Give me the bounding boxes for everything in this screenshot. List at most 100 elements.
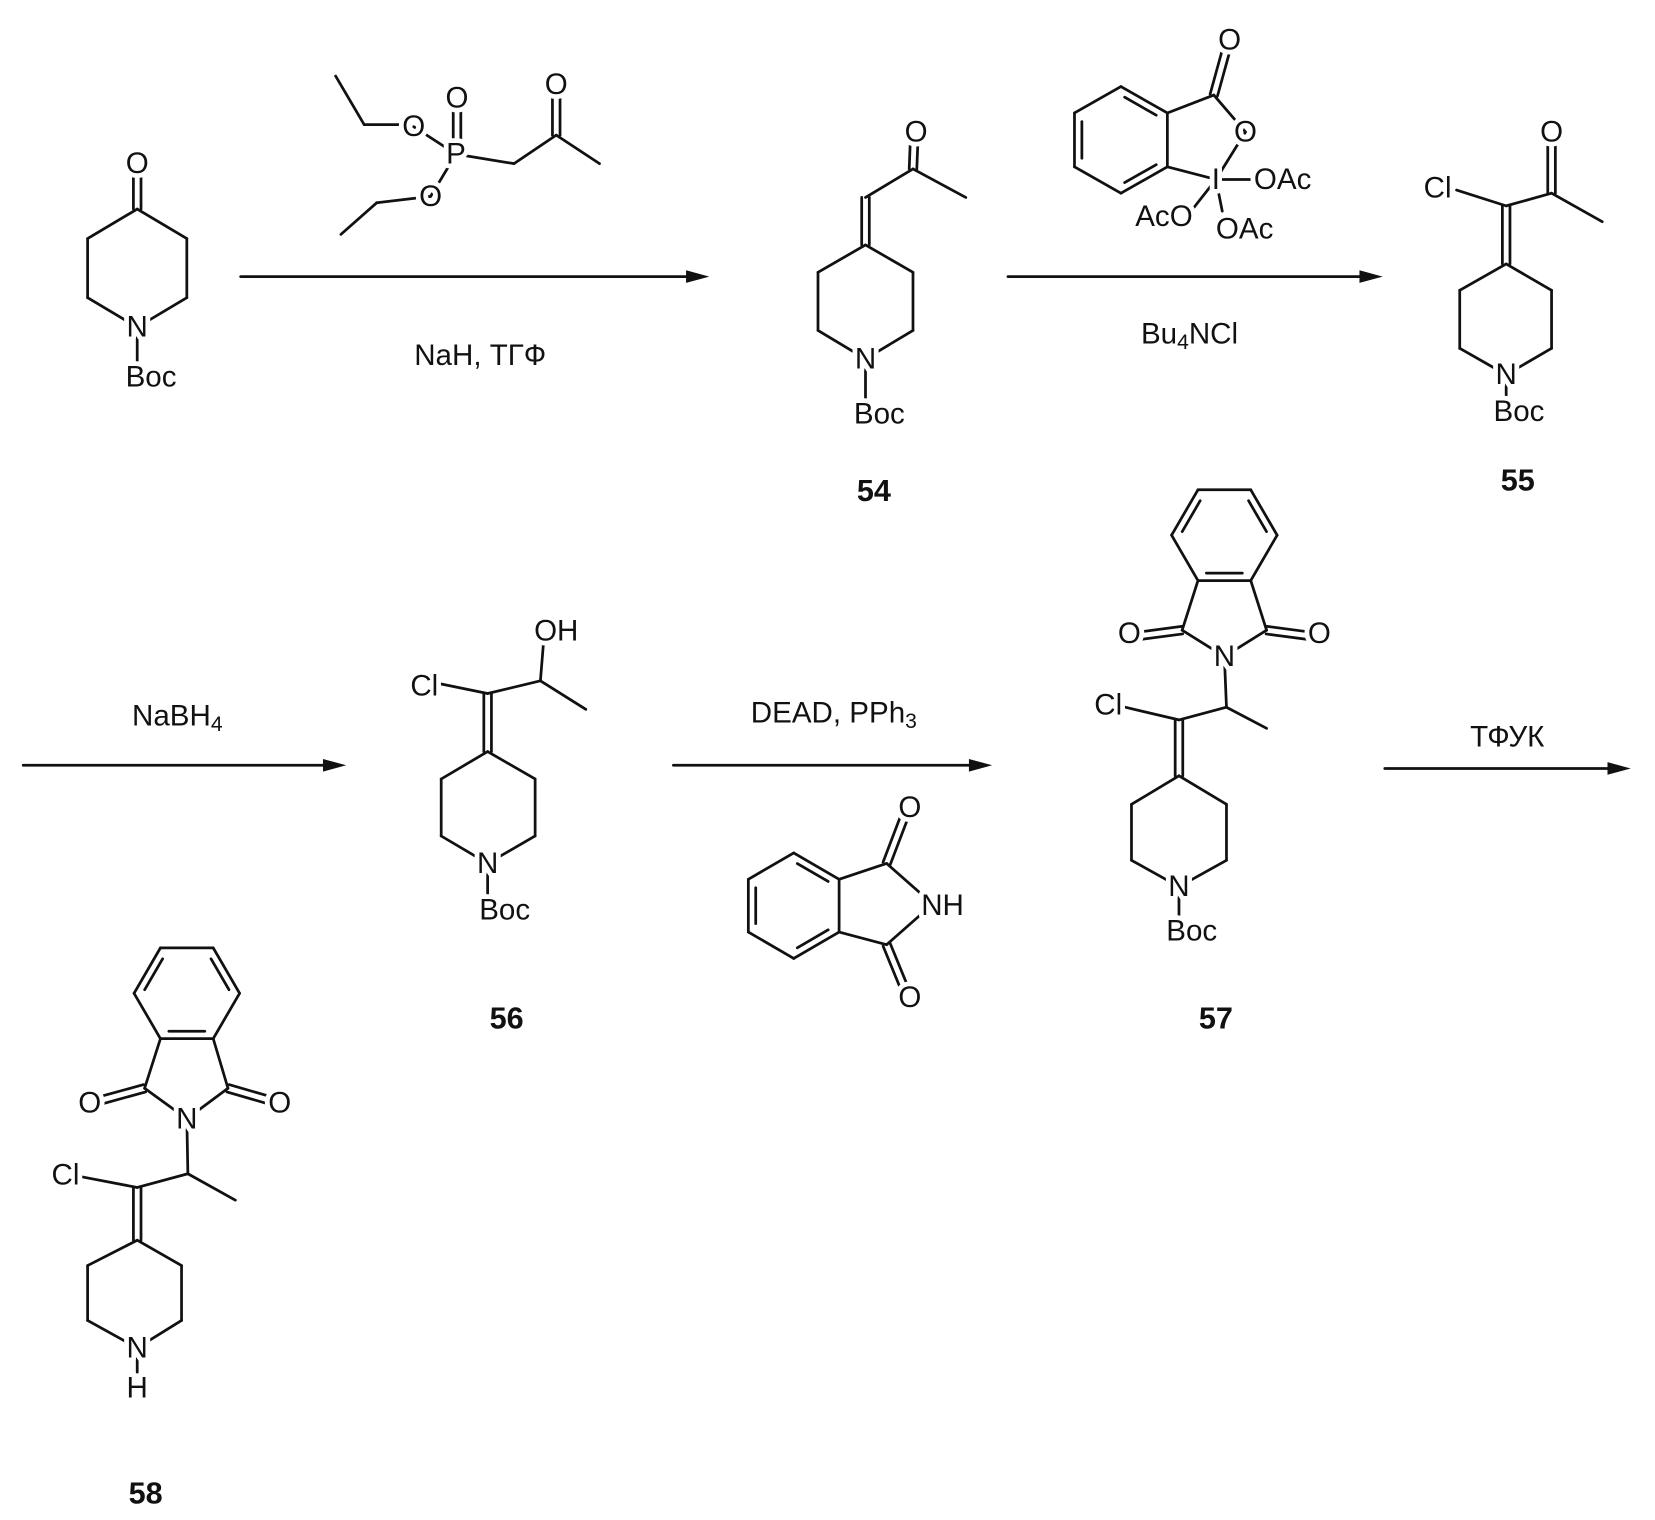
atom-o: O <box>898 791 921 824</box>
aromatic-inner-bond <box>1182 501 1200 532</box>
aromatic-inner-bond <box>1125 165 1157 183</box>
single-bond <box>748 932 793 958</box>
atom-o: O <box>1308 617 1331 650</box>
single-bond <box>82 1177 137 1188</box>
atom-o: O <box>126 147 149 180</box>
single-bond <box>188 1174 235 1200</box>
reagent-phthalimide: O NH O <box>898 791 964 1014</box>
atom-o: O <box>905 115 928 148</box>
single-bond <box>839 932 886 945</box>
single-bond <box>441 684 487 693</box>
atom-o: O <box>402 110 425 143</box>
arrowhead-icon <box>323 759 346 772</box>
atom-boc: Boc <box>479 893 530 926</box>
atom-cl: Cl <box>1094 689 1122 722</box>
compound-number: 57 <box>1199 1002 1233 1036</box>
single-bond <box>1167 167 1216 180</box>
aromatic-inner-bond <box>1249 501 1267 532</box>
single-bond <box>1457 190 1507 206</box>
single-bond <box>1506 193 1551 206</box>
compound-57: O O N Cl N Boc 57 <box>1094 617 1331 1036</box>
single-bond <box>1074 167 1120 193</box>
atom-o: O <box>446 82 469 115</box>
atom-cl: Cl <box>410 670 438 703</box>
atom-i: I <box>1212 163 1220 196</box>
atom-o: O <box>268 1087 291 1120</box>
single-bond <box>913 169 966 197</box>
single-bond <box>1131 776 1178 804</box>
double-bond <box>1142 626 1182 631</box>
atom-o: O <box>419 180 442 213</box>
group-nh: NH <box>921 889 964 922</box>
compound-number: 58 <box>129 1477 163 1511</box>
arrowhead-icon <box>1359 270 1382 283</box>
single-bond <box>137 209 187 239</box>
atom-o: O <box>1218 24 1241 57</box>
arrowhead-icon <box>686 270 709 283</box>
single-bond <box>441 752 487 779</box>
atom-h: H <box>127 1372 148 1405</box>
single-bond <box>488 752 535 779</box>
single-bond <box>336 76 364 125</box>
compound-54: O N Boc 54 <box>854 115 928 507</box>
single-bond <box>865 169 912 197</box>
single-bond <box>818 245 865 272</box>
atom-n: N <box>1168 870 1189 903</box>
single-bond <box>1251 581 1267 631</box>
group-oac: OAc <box>1216 213 1273 246</box>
reagent-phosphonate: O O P O O <box>402 68 567 213</box>
double-bond <box>883 818 900 862</box>
single-bond <box>145 1039 161 1089</box>
atom-n: N <box>127 311 148 344</box>
atom-n-imide: N <box>1214 640 1235 673</box>
double-bond <box>890 943 907 984</box>
step2-reagent: Bu4NCl <box>1141 317 1238 353</box>
single-bond <box>865 245 912 272</box>
compound-number: 55 <box>1501 463 1535 497</box>
atom-n-imide: N <box>176 1102 197 1135</box>
reagent-iodane: O O I OAc AcO OAc <box>1135 24 1311 246</box>
arrowhead-icon <box>1608 762 1631 775</box>
double-bond <box>1143 634 1183 639</box>
compound-55: Cl O N Boc 55 <box>1424 115 1563 497</box>
aromatic-inner-bond <box>211 959 229 990</box>
single-bond <box>839 863 886 879</box>
compound-56: Cl OH N Boc 56 <box>410 615 578 1036</box>
aromatic-inner-bond <box>145 959 163 990</box>
single-bond <box>1226 707 1266 728</box>
atom-p: P <box>446 138 466 171</box>
group-aco: AcO <box>1135 200 1192 233</box>
single-bond <box>488 681 541 694</box>
single-bond <box>514 135 556 163</box>
single-bond <box>748 853 793 879</box>
atom-n: N <box>127 1331 148 1364</box>
step1-conditions: NaH, ТГФ <box>414 339 546 372</box>
single-bond <box>1125 707 1179 720</box>
single-bond <box>1506 264 1551 290</box>
aromatic-inner-bond <box>797 864 828 882</box>
group-oh: OH <box>534 615 578 648</box>
atom-n: N <box>477 847 498 880</box>
single-bond <box>1460 264 1506 290</box>
step3-reagent: NaBH4 <box>132 699 223 735</box>
atom-cl: Cl <box>51 1158 79 1191</box>
single-bond <box>540 681 585 709</box>
single-bond <box>137 1174 188 1188</box>
step5-reagent: ТФУК <box>1470 720 1545 753</box>
step4-reagent: DEAD, PPh3 <box>751 696 917 732</box>
single-bond <box>1172 535 1198 580</box>
single-bond <box>341 203 377 235</box>
aromatic-inner-bond <box>1125 97 1157 115</box>
single-bond <box>1074 87 1120 113</box>
atom-o: O <box>1234 115 1257 148</box>
atom-cl: Cl <box>1424 171 1452 204</box>
atom-boc: Boc <box>1494 395 1545 428</box>
arrowhead-icon <box>969 759 992 772</box>
compound-number: 54 <box>857 474 891 508</box>
atom-o: O <box>1540 115 1563 148</box>
single-bond <box>556 135 599 163</box>
atom-n: N <box>855 342 876 375</box>
atom-boc: Boc <box>126 360 177 393</box>
group-oac: OAc <box>1254 163 1311 196</box>
